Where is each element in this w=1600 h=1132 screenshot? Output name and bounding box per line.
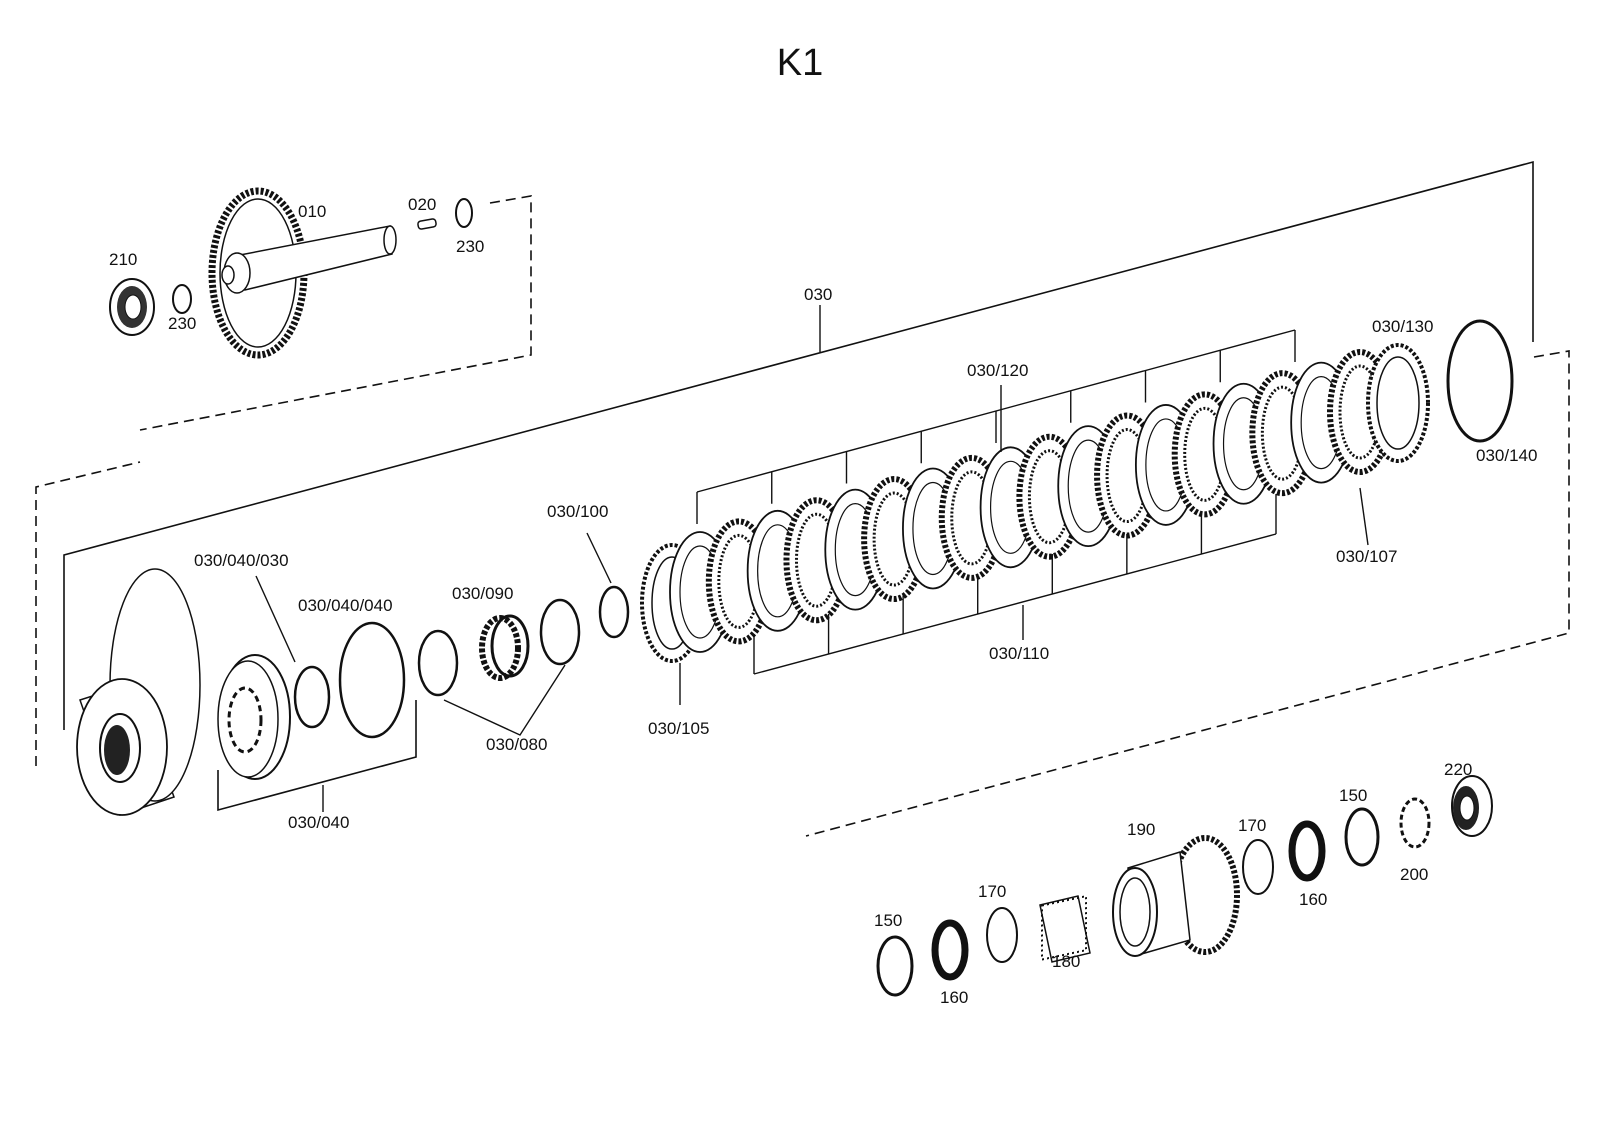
spring-030-090 <box>479 614 530 681</box>
leader-030-100 <box>586 532 612 584</box>
washer-160-left <box>931 919 969 981</box>
label-030-140: 030/140 <box>1476 446 1537 465</box>
needle-bearing-180 <box>1039 894 1091 963</box>
washer-150-right <box>1344 807 1380 867</box>
ring-030-080-right <box>539 598 581 666</box>
bracket-line <box>753 533 1277 675</box>
label-150-right: 150 <box>1339 786 1367 805</box>
bracket-030-110 <box>753 494 1277 675</box>
ring-170-right <box>1242 839 1274 895</box>
clutch-right-bracket <box>805 350 1570 837</box>
label-030: 030 <box>804 285 832 304</box>
label-030-090: 030/090 <box>452 584 513 603</box>
bracket-030-120 <box>696 329 1296 524</box>
bearing-210 <box>109 278 155 336</box>
seal-030-040-030 <box>293 665 331 729</box>
label-200: 200 <box>1400 865 1428 884</box>
label-030-040-040: 030/040/040 <box>298 596 393 615</box>
seal-030-040-040 <box>338 621 406 739</box>
label-030-105: 030/105 <box>648 719 709 738</box>
clutch-030-frame <box>63 160 1534 730</box>
shaft-group-bracket <box>139 195 532 431</box>
snap-ring-030-140 <box>1446 319 1514 443</box>
label-030-040: 030/040 <box>288 813 349 832</box>
clutch-housing <box>76 568 201 816</box>
shaft-group: 210 230 010 020 230 <box>109 187 532 431</box>
clutch-assembly-030: 030 030/040/030 030/040/040 <box>35 160 1570 837</box>
label-030-107: 030/107 <box>1336 547 1397 566</box>
piston-030-040 <box>217 654 291 780</box>
snap-ring-230-left <box>172 284 192 314</box>
label-030-100: 030/100 <box>547 502 608 521</box>
label-230-left: 230 <box>168 314 196 333</box>
bearing-220 <box>1451 775 1493 837</box>
label-210: 210 <box>109 250 137 269</box>
lock-washer-200 <box>1399 797 1431 849</box>
leader-030-107 <box>1359 487 1369 546</box>
label-230-right: 230 <box>456 237 484 256</box>
label-170-left: 170 <box>978 882 1006 901</box>
leader-030-080 <box>443 664 566 736</box>
label-190: 190 <box>1127 820 1155 839</box>
clutch-plate-stack <box>669 349 1393 653</box>
washer-150-left <box>876 935 914 997</box>
label-030-080: 030/080 <box>486 735 547 754</box>
label-020: 020 <box>408 195 436 214</box>
diagram-title: K1 <box>776 42 824 84</box>
bracket-030-040 <box>217 700 417 812</box>
label-180: 180 <box>1052 952 1080 971</box>
label-030-120: 030/120 <box>967 361 1028 380</box>
label-030-110: 030/110 <box>989 644 1049 663</box>
ring-170-left <box>986 907 1018 963</box>
label-030-130: 030/130 <box>1372 317 1433 336</box>
label-150-left: 150 <box>874 911 902 930</box>
clutch-left-bracket <box>35 461 141 766</box>
gear-190 <box>1112 835 1240 957</box>
label-010: 010 <box>298 202 326 221</box>
snap-ring-230-right <box>455 198 473 228</box>
label-170-right: 170 <box>1238 816 1266 835</box>
leader-030-040-030 <box>255 575 296 663</box>
label-160-right: 160 <box>1299 890 1327 909</box>
gear-shaft-010 <box>208 187 397 359</box>
label-030-040-030: 030/040/030 <box>194 551 289 570</box>
snap-ring-030-100 <box>598 585 630 639</box>
ring-030-080-left <box>417 629 459 697</box>
label-220: 220 <box>1444 760 1472 779</box>
label-160-left: 160 <box>940 988 968 1007</box>
washer-160-right <box>1288 820 1326 882</box>
gear-group: 150 160 170 180 190 170 160 150 200 220 <box>874 760 1493 1007</box>
pin-020 <box>417 218 437 230</box>
